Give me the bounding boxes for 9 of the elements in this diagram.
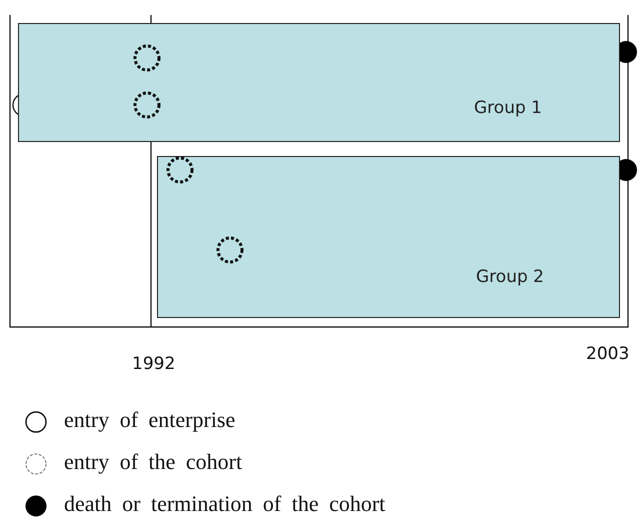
group-band (157, 156, 620, 318)
year-label: 2003 (586, 344, 630, 364)
group-band (18, 23, 620, 142)
group-label: Group 1 (474, 98, 542, 118)
legend-text: entry of the cohort (64, 449, 242, 475)
year-label: 1992 (132, 354, 176, 374)
group-label: Group 2 (476, 267, 544, 287)
legend-text: entry of enterprise (64, 407, 236, 433)
legend-text: death or termination of the cohort (64, 491, 386, 517)
